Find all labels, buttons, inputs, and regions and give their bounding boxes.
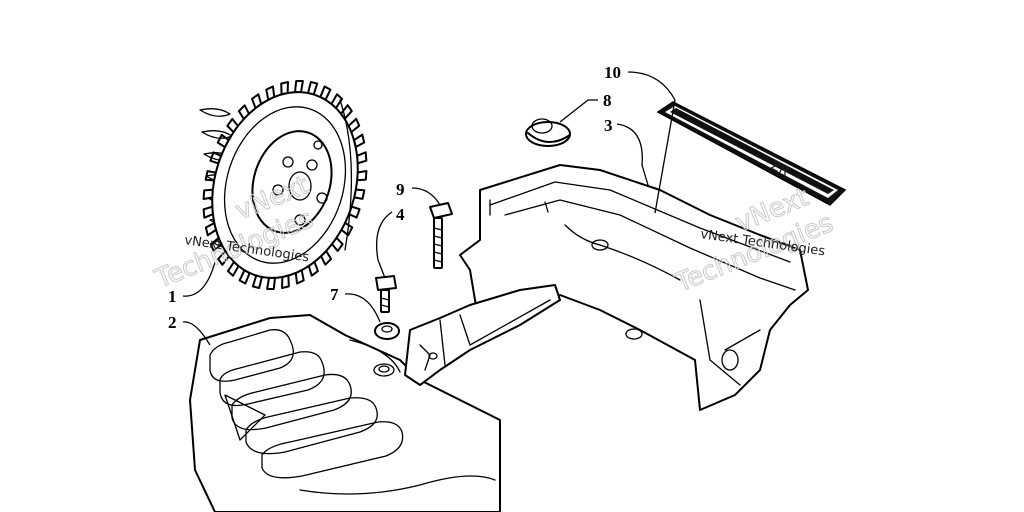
fan-tooth bbox=[294, 80, 304, 94]
callout-10: 10 bbox=[604, 63, 621, 82]
grommet bbox=[525, 118, 571, 147]
callout-8: 8 bbox=[603, 91, 612, 110]
decal-strip: ZR bbox=[656, 101, 847, 206]
washer-7 bbox=[374, 322, 400, 340]
fan-housing bbox=[404, 164, 809, 411]
fan-fin bbox=[201, 130, 233, 139]
callout-7: 7 bbox=[330, 285, 339, 304]
callout-leaders bbox=[182, 71, 676, 346]
bolt-9 bbox=[429, 202, 453, 269]
fan-fin bbox=[199, 108, 231, 117]
callout-1: 1 bbox=[168, 287, 177, 306]
bolt-4 bbox=[375, 275, 397, 313]
callout-3: 3 bbox=[604, 116, 613, 135]
shroud-cover bbox=[189, 314, 501, 512]
callout-labels: 1 2 3 4 7 8 9 10 bbox=[168, 63, 621, 332]
callout-9: 9 bbox=[396, 180, 405, 199]
decal-label: ZR bbox=[768, 158, 791, 180]
callout-4: 4 bbox=[396, 205, 405, 224]
fan-tooth bbox=[266, 276, 276, 290]
flywheel-fan bbox=[199, 80, 368, 290]
callout-2: 2 bbox=[168, 313, 177, 332]
